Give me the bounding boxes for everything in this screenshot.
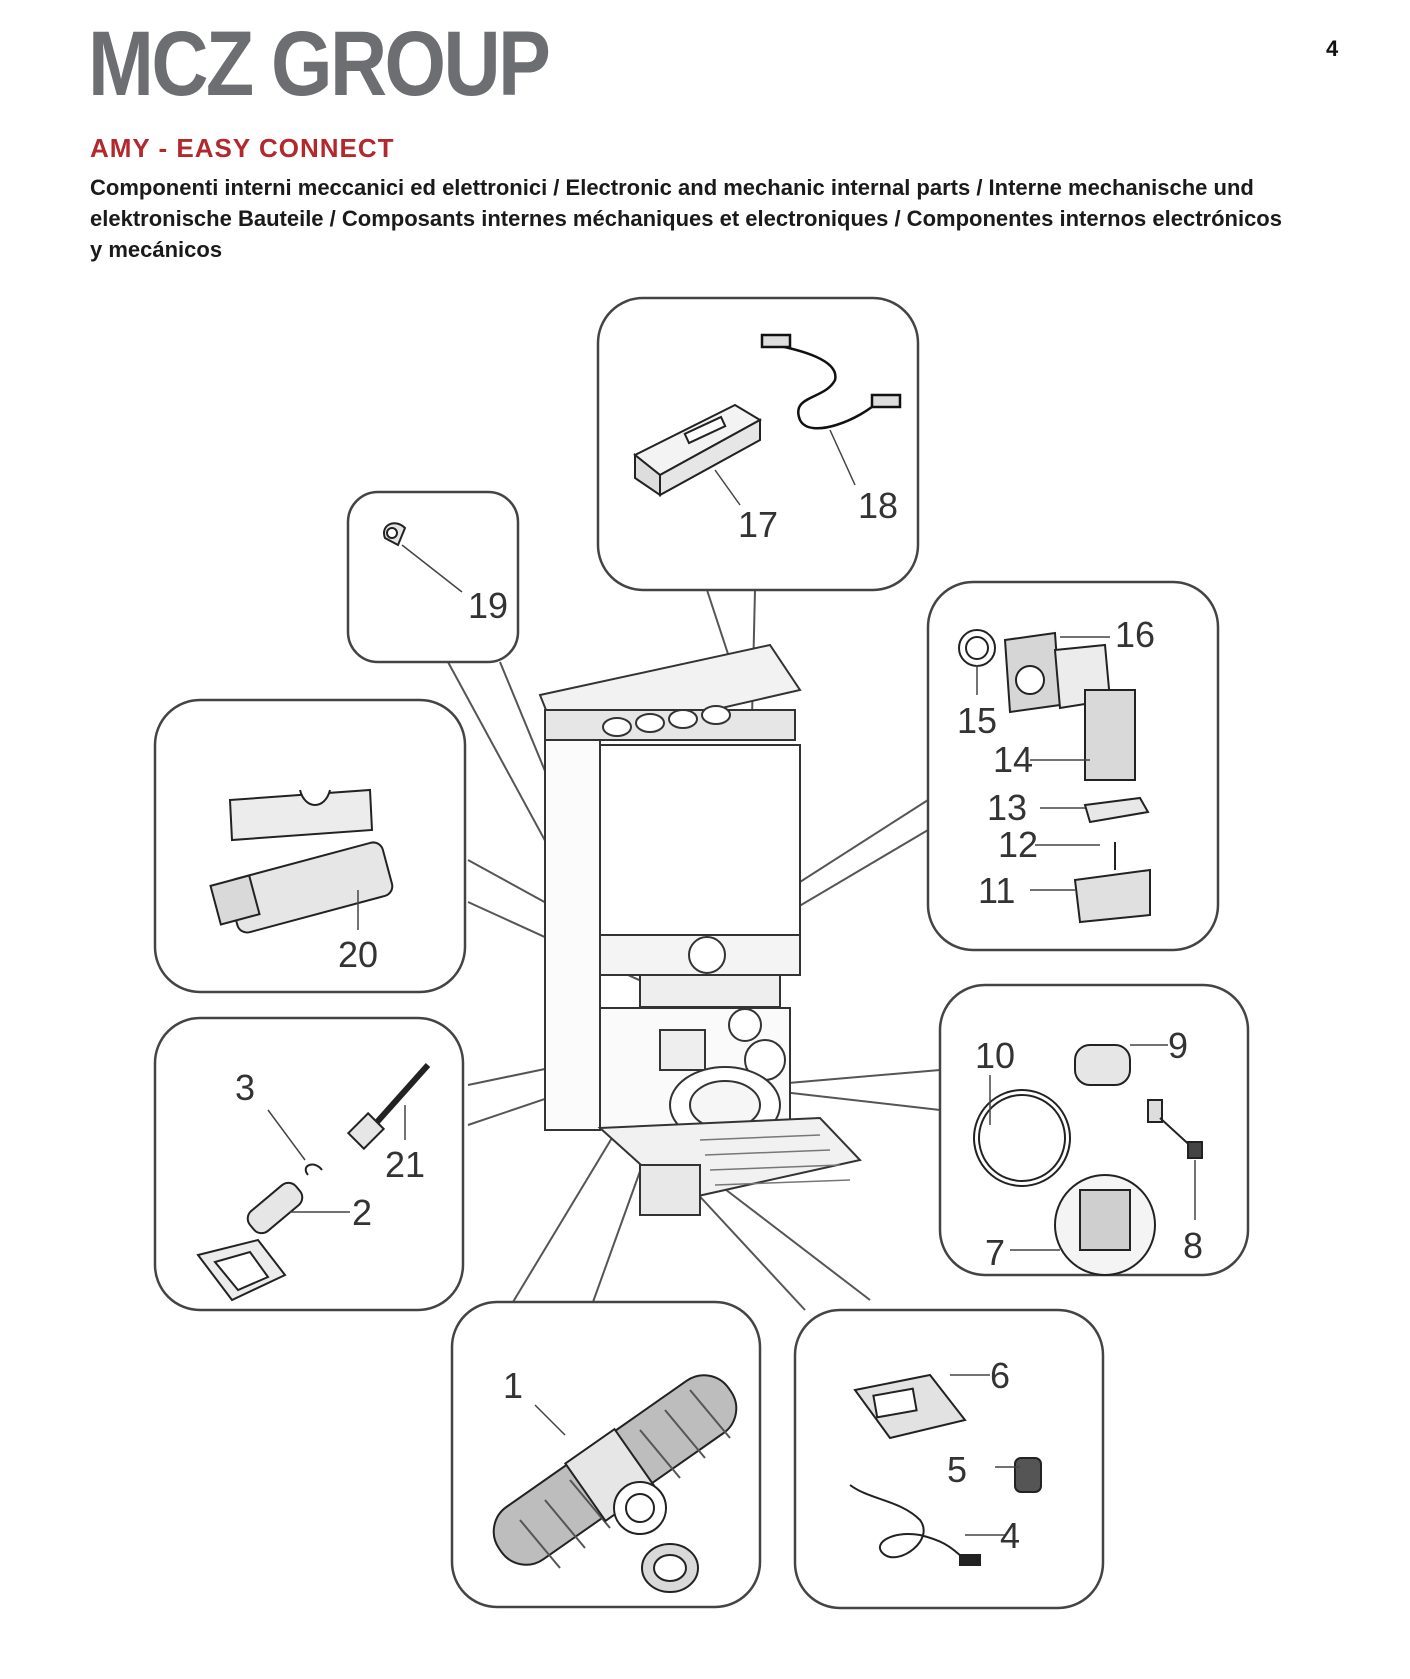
- callout-4: 4: [1000, 1515, 1020, 1556]
- callout-7: 7: [985, 1232, 1005, 1273]
- detail-box-2-3-21: [153, 1016, 465, 1312]
- detail-box-4-6: [793, 1308, 1105, 1610]
- stove-body: [538, 643, 862, 1216]
- callout-17: 17: [738, 504, 778, 545]
- callout-10: 10: [975, 1035, 1015, 1076]
- detail-box-11-16: [926, 580, 1220, 952]
- callout-11: 11: [978, 870, 1015, 911]
- callout-12: 12: [998, 824, 1038, 865]
- callout-2: 2: [352, 1192, 372, 1233]
- page-number: 4: [1326, 36, 1339, 61]
- model-title: AMY - EASY CONNECT: [90, 133, 395, 163]
- callout-16: 16: [1115, 614, 1155, 655]
- callout-1: 1: [503, 1365, 523, 1406]
- detail-box-20: [153, 698, 467, 994]
- brand-logo: MCZ GROUP: [88, 13, 551, 115]
- callout-18: 18: [858, 485, 898, 526]
- callout-20: 20: [338, 934, 378, 975]
- callout-21: 21: [385, 1144, 425, 1185]
- callout-9: 9: [1168, 1025, 1188, 1066]
- callout-19: 19: [468, 585, 508, 626]
- callout-6: 6: [990, 1355, 1010, 1396]
- detail-box-19: [346, 490, 520, 664]
- callout-3: 3: [235, 1067, 255, 1108]
- callout-14: 14: [993, 739, 1033, 780]
- callout-8: 8: [1183, 1225, 1203, 1266]
- detail-box-7-10: [938, 983, 1250, 1277]
- detail-box-17-18: [596, 296, 920, 592]
- parts-description: Componenti interni meccanici ed elettron…: [90, 175, 1282, 262]
- callout-15: 15: [957, 700, 997, 741]
- callout-13: 13: [987, 787, 1027, 828]
- callout-5: 5: [947, 1449, 967, 1490]
